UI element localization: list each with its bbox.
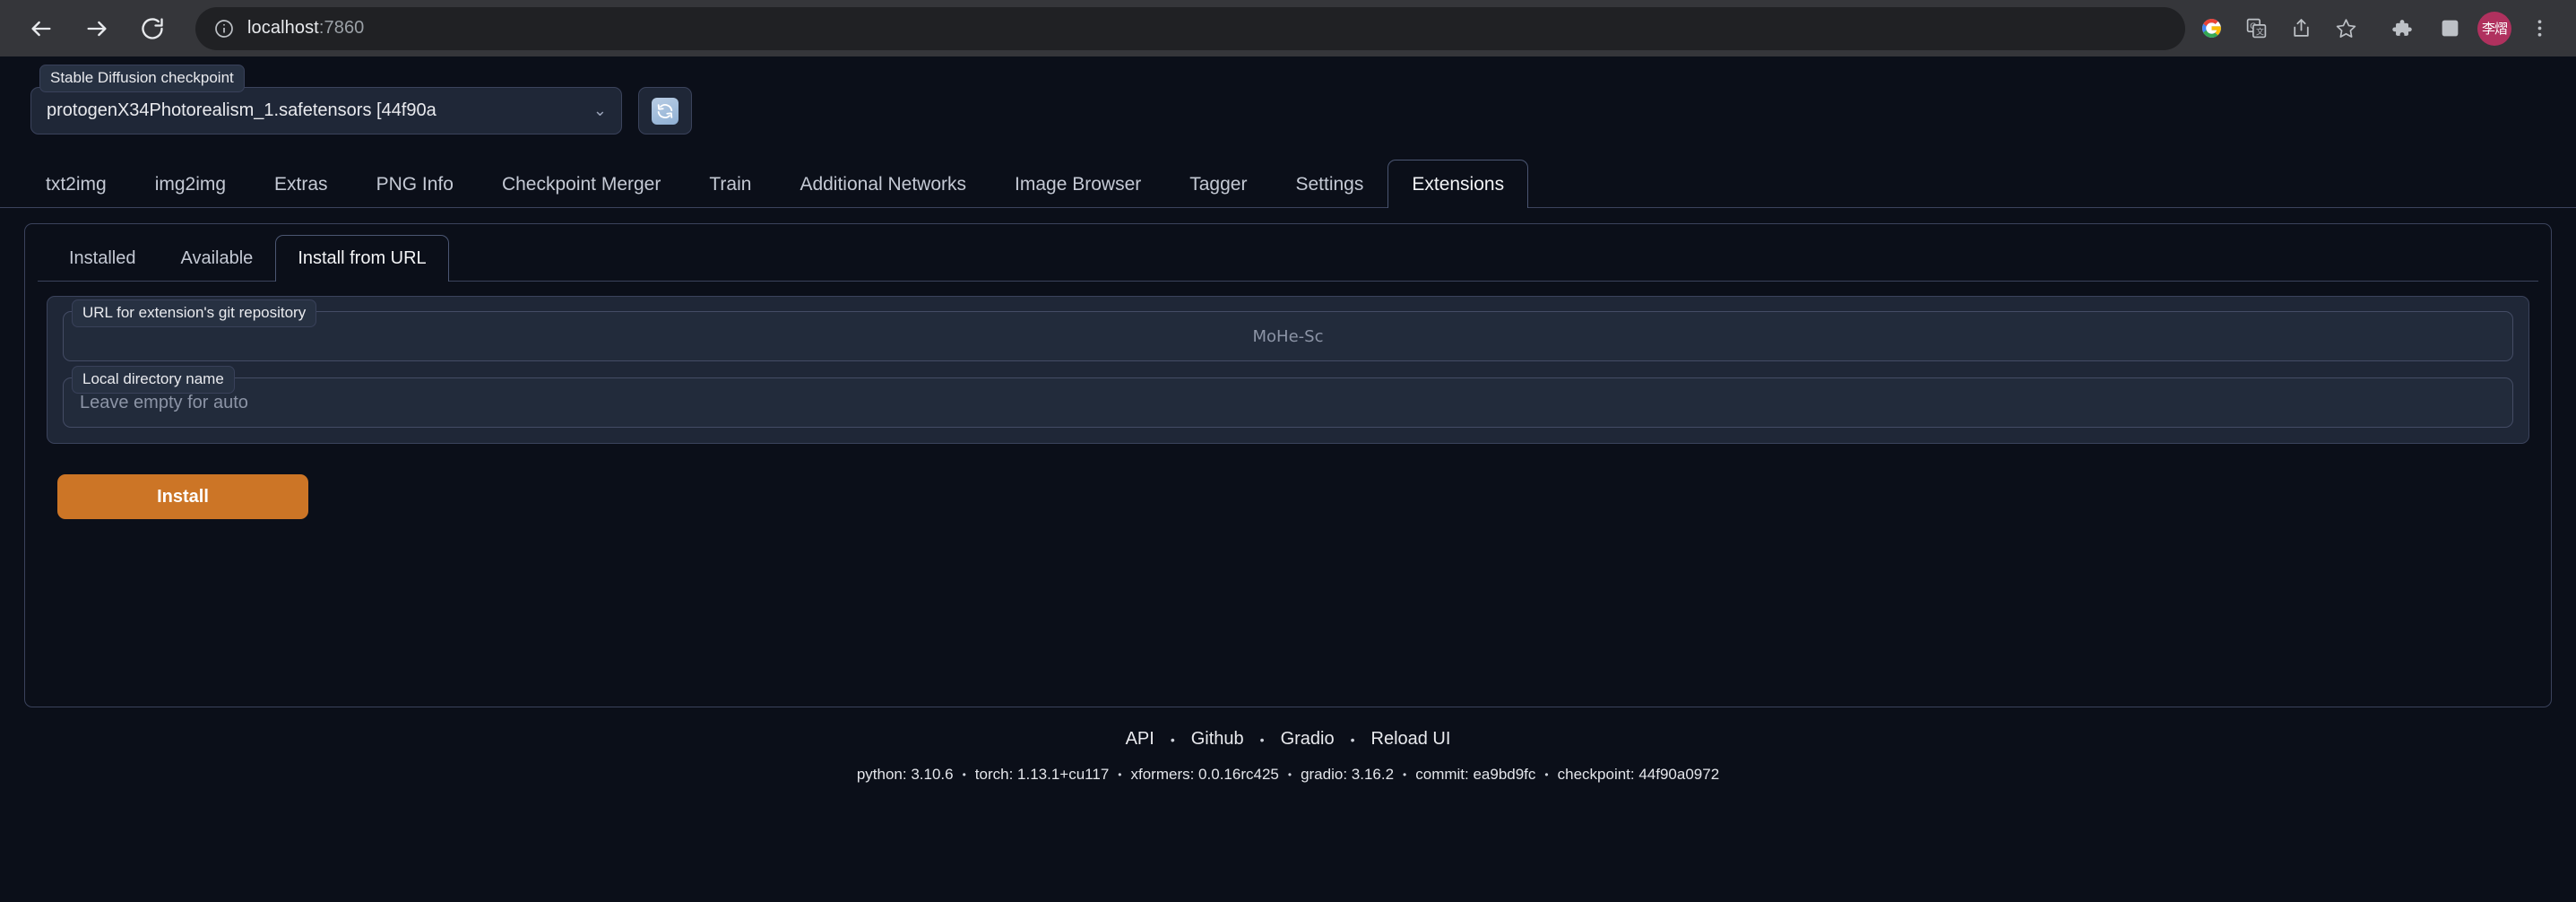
tab-train[interactable]: Train bbox=[709, 173, 752, 195]
footer-links: API • Github • Gradio • Reload UI bbox=[0, 729, 2576, 750]
extensions-puzzle-icon[interactable] bbox=[2381, 8, 2422, 49]
footer-separator: • bbox=[1259, 732, 1265, 747]
git-url-label: URL for extension's git repository bbox=[72, 299, 317, 327]
share-icon[interactable] bbox=[2280, 8, 2321, 49]
chrome-menu-icon[interactable] bbox=[2519, 8, 2560, 49]
checkpoint-label: Stable Diffusion checkpoint bbox=[39, 65, 245, 92]
local-dir-label: Local directory name bbox=[72, 366, 235, 394]
version-separator: • bbox=[1118, 768, 1122, 781]
git-url-input[interactable]: MoHe-Sc bbox=[63, 311, 2513, 361]
checkpoint-dropdown[interactable]: protogenX34Photorealism_1.safetensors [4… bbox=[30, 87, 622, 134]
bookmark-star-icon[interactable] bbox=[2325, 8, 2366, 49]
install-button[interactable]: Install bbox=[57, 474, 308, 519]
address-bar[interactable]: localhost:7860 bbox=[195, 6, 2185, 50]
url-text: localhost:7860 bbox=[247, 18, 364, 39]
avatar[interactable]: 李熠 bbox=[2477, 11, 2511, 46]
footer-link-gradio[interactable]: Gradio bbox=[1280, 729, 1335, 749]
install-from-url-form: URL for extension's git repository MoHe-… bbox=[47, 296, 2529, 444]
reload-button[interactable] bbox=[127, 4, 177, 54]
version-commit: commit: ea9bd9fc bbox=[1415, 766, 1536, 783]
subtab-install-from-url[interactable]: Install from URL bbox=[275, 235, 449, 282]
git-url-watermark: MoHe-Sc bbox=[1252, 326, 1324, 346]
git-url-field: URL for extension's git repository MoHe-… bbox=[63, 299, 2513, 361]
chevron-down-icon: ⌄ bbox=[592, 101, 607, 119]
local-dir-placeholder: Leave empty for auto bbox=[80, 392, 248, 412]
back-button[interactable] bbox=[16, 4, 66, 54]
translate-icon[interactable]: G文 bbox=[2235, 8, 2277, 49]
google-icon[interactable] bbox=[2191, 8, 2232, 49]
checkpoint-value: protogenX34Photorealism_1.safetensors [4… bbox=[47, 100, 437, 120]
footer: API • Github • Gradio • Reload UI python… bbox=[0, 729, 2576, 784]
tab-extras[interactable]: Extras bbox=[274, 173, 328, 195]
checkpoint-field: Stable Diffusion checkpoint protogenX34P… bbox=[30, 65, 622, 134]
webui-app: Stable Diffusion checkpoint protogenX34P… bbox=[0, 56, 2576, 902]
version-separator: • bbox=[1287, 768, 1292, 781]
url-host: localhost bbox=[247, 18, 319, 38]
version-separator: • bbox=[962, 768, 966, 781]
checkpoint-row: Stable Diffusion checkpoint protogenX34P… bbox=[0, 56, 2576, 134]
subtab-installed[interactable]: Installed bbox=[69, 248, 136, 268]
footer-separator: • bbox=[1170, 732, 1175, 747]
extensions-sub-tab-bar: Installed Available Install from URL bbox=[38, 233, 2538, 282]
side-panel-icon[interactable] bbox=[2429, 8, 2470, 49]
refresh-icon bbox=[652, 97, 679, 125]
version-separator: • bbox=[1544, 768, 1549, 781]
local-dir-input[interactable]: Leave empty for auto bbox=[63, 377, 2513, 428]
version-gradio: gradio: 3.16.2 bbox=[1301, 766, 1395, 783]
omnibox-actions: G文 bbox=[2191, 8, 2366, 49]
refresh-checkpoints-button[interactable] bbox=[638, 87, 692, 134]
svg-text:文: 文 bbox=[2255, 26, 2263, 36]
tab-additional-networks[interactable]: Additional Networks bbox=[800, 173, 967, 195]
main-tab-bar: txt2img img2img Extras PNG Info Checkpoi… bbox=[0, 158, 2576, 208]
chrome-right-controls: 李熠 bbox=[2381, 8, 2560, 49]
tab-checkpoint-merger[interactable]: Checkpoint Merger bbox=[501, 173, 661, 195]
version-torch: torch: 1.13.1+cu117 bbox=[974, 766, 1110, 783]
subtab-available[interactable]: Available bbox=[180, 248, 254, 268]
forward-button[interactable] bbox=[72, 4, 122, 54]
url-port: :7860 bbox=[318, 18, 365, 38]
footer-separator: • bbox=[1350, 732, 1355, 747]
version-python: python: 3.10.6 bbox=[856, 766, 954, 783]
footer-versions: python: 3.10.6 • torch: 1.13.1+cu117 • x… bbox=[0, 766, 2576, 784]
tab-tagger[interactable]: Tagger bbox=[1189, 173, 1248, 195]
extensions-panel: Installed Available Install from URL URL… bbox=[24, 223, 2552, 707]
tab-img2img[interactable]: img2img bbox=[154, 173, 227, 195]
version-checkpoint: checkpoint: 44f90a0972 bbox=[1557, 766, 1720, 783]
site-info-icon[interactable] bbox=[213, 18, 235, 39]
footer-link-api[interactable]: API bbox=[1125, 729, 1154, 749]
tab-settings[interactable]: Settings bbox=[1295, 173, 1364, 195]
tab-extensions[interactable]: Extensions bbox=[1387, 160, 1529, 208]
tab-png-info[interactable]: PNG Info bbox=[376, 173, 454, 195]
tab-txt2img[interactable]: txt2img bbox=[46, 173, 107, 195]
tab-image-browser[interactable]: Image Browser bbox=[1015, 173, 1142, 195]
footer-link-github[interactable]: Github bbox=[1190, 729, 1244, 749]
version-xformers: xformers: 0.0.16rc425 bbox=[1130, 766, 1279, 783]
footer-link-reload-ui[interactable]: Reload UI bbox=[1370, 729, 1451, 749]
local-dir-field: Local directory name Leave empty for aut… bbox=[63, 366, 2513, 428]
version-separator: • bbox=[1403, 768, 1407, 781]
browser-toolbar: localhost:7860 G文 李熠 bbox=[0, 0, 2576, 56]
